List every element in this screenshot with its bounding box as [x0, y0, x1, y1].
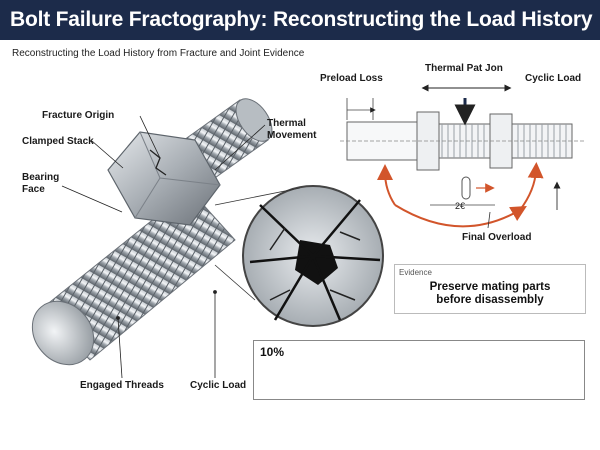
- progress-panel: 10%: [253, 340, 585, 400]
- page-subtitle: Reconstructing the Load History from Fra…: [12, 48, 305, 59]
- label-fracture-origin: Fracture Origin: [42, 110, 115, 121]
- label-dimension: 2€: [455, 201, 466, 211]
- label-preload-loss: Preload Loss: [320, 73, 383, 84]
- label-bearing-face: Bearing Face: [22, 172, 60, 195]
- bolt-nut: [107, 131, 221, 226]
- title-bar: Bolt Failure Fractography: Reconstructin…: [0, 0, 600, 40]
- evidence-panel: Evidence Preserve mating parts before di…: [394, 264, 586, 314]
- label-cyclic-load-bottom: Cyclic Load: [190, 380, 247, 391]
- label-engaged-threads: Engaged Threads: [80, 380, 164, 391]
- label-thermal-movement: Thermal Movement: [267, 118, 317, 141]
- evidence-text: Preserve mating parts before disassembly: [429, 281, 551, 306]
- fracture-closeup: [242, 185, 384, 327]
- label-cyclic-load: Cyclic Load: [525, 73, 582, 84]
- leader-lines: [61, 115, 266, 379]
- callout-line-upper: [214, 187, 301, 206]
- bolt-lower-shaft: [31, 189, 236, 366]
- callout-line-lower: [214, 264, 256, 301]
- label-clamped-stack: Clamped Stack: [22, 136, 94, 147]
- progress-value: 10%: [260, 345, 285, 359]
- label-thermal-path: Thermal Pat Jon: [425, 63, 503, 74]
- joint-schematic: [340, 84, 585, 229]
- label-final-overload: Final Overload: [462, 232, 532, 243]
- page-title: Bolt Failure Fractography: Reconstructin…: [10, 8, 593, 31]
- evidence-tag: Evidence: [399, 268, 432, 277]
